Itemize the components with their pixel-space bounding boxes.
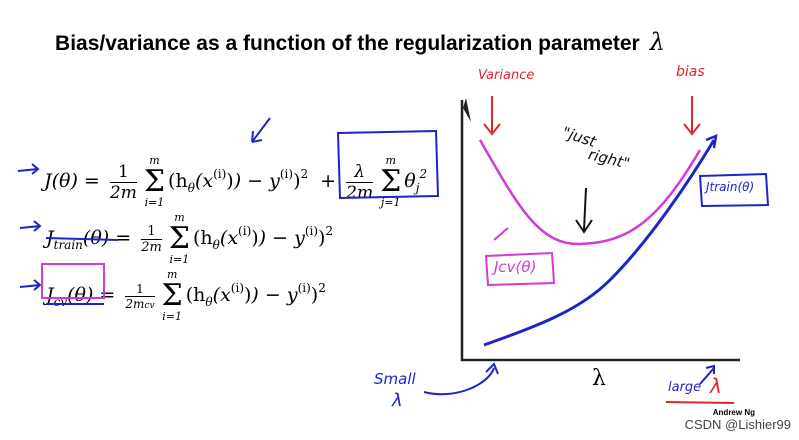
just-right-arrow xyxy=(575,187,593,234)
regularization-pointer-arrow xyxy=(251,117,271,143)
jcv-label: Jcv(θ) xyxy=(494,258,537,276)
y-axis-tick xyxy=(463,98,471,122)
jtrain-label: Jtrain(θ) xyxy=(706,180,755,194)
regularization-term-box xyxy=(336,129,440,200)
x-axis-label: λ xyxy=(592,366,606,391)
eq1-bullet-arrow xyxy=(17,163,40,175)
watermark: CSDN @Lishier99 xyxy=(684,417,791,432)
theta-j-squared: θj2 xyxy=(404,167,428,195)
author-credit: Andrew Ng xyxy=(712,408,755,417)
small-lambda-label: λ xyxy=(392,390,403,411)
eq3-bullet-arrow xyxy=(19,279,42,291)
jcv-label-box xyxy=(484,251,556,287)
large-lambda-underline xyxy=(665,401,735,404)
jcv-pointer xyxy=(493,227,509,241)
bias-arrow xyxy=(683,96,701,136)
large-label: large xyxy=(668,380,702,395)
large-lambda-arrow xyxy=(699,364,715,385)
jtrain-arrowhead xyxy=(705,134,718,149)
small-label: Small xyxy=(374,370,416,388)
eq2-bullet-arrow xyxy=(19,220,42,232)
slide-title: Bias/variance as a function of the regul… xyxy=(0,28,720,56)
small-lambda-arrow xyxy=(423,367,495,396)
jtrain-label-box xyxy=(698,172,770,208)
squared-error-term: (hθ(x(i))) − y(i))2 xyxy=(168,167,309,195)
train-underline xyxy=(45,237,119,241)
large-lambda-label: λ xyxy=(710,374,722,398)
bias-label: bias xyxy=(676,64,705,80)
jcv-curve xyxy=(478,139,702,246)
cost-lhs: J(θ) = xyxy=(44,170,100,192)
title-lambda-symbol: λ xyxy=(649,28,665,56)
title-text: Bias/variance as a function of the regul… xyxy=(55,32,640,55)
graph-axes xyxy=(460,100,740,362)
cv-highlight-box xyxy=(41,263,105,299)
variance-label: Variance xyxy=(478,68,535,83)
variance-arrow xyxy=(483,96,501,136)
jtrain-curve xyxy=(483,139,716,347)
